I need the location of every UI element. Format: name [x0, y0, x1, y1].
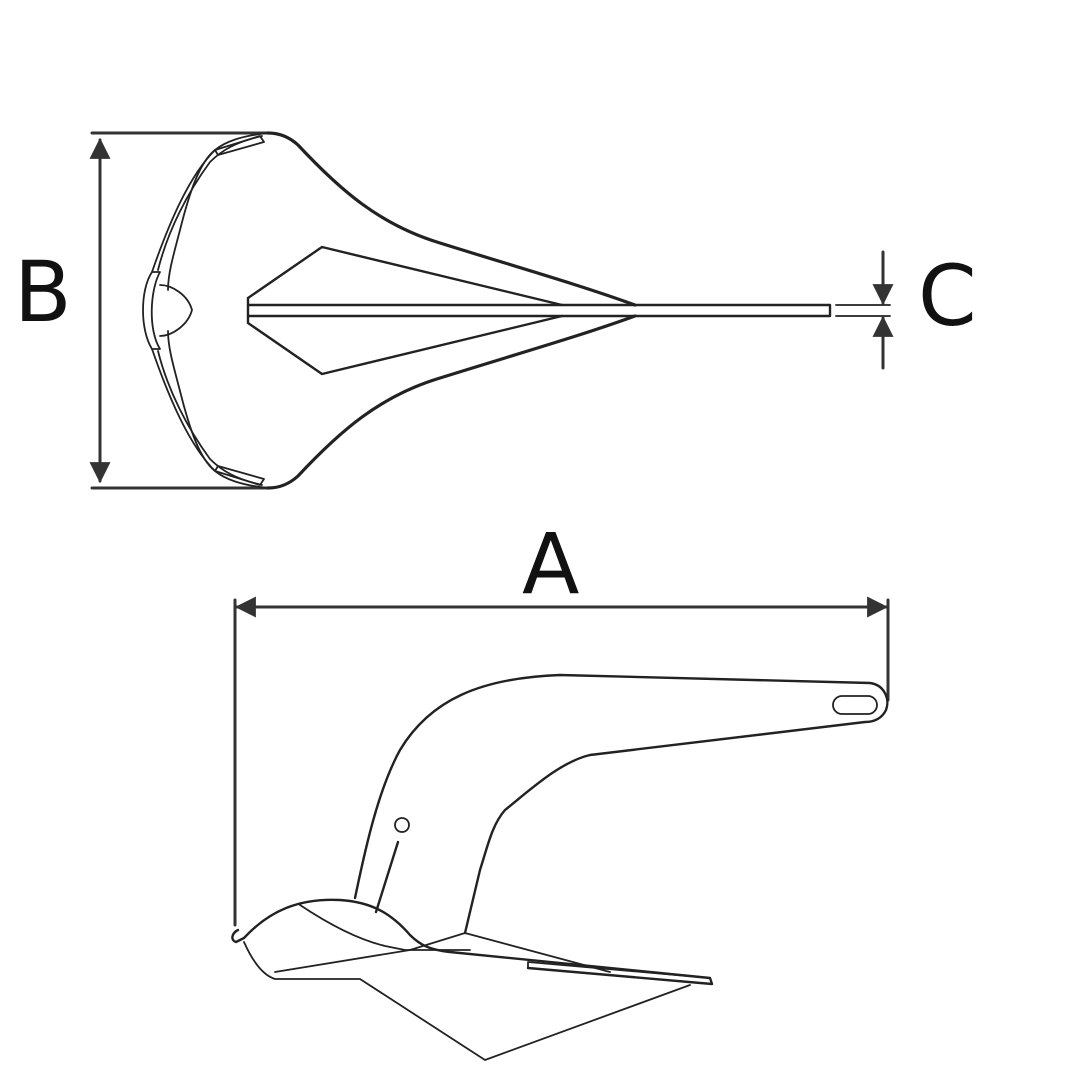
dimension-label-b: B	[14, 243, 72, 341]
shackle-slot	[832, 695, 878, 715]
crown-nose	[159, 284, 193, 337]
side-view	[231, 596, 890, 1061]
brand-stamp	[374, 840, 400, 914]
fluke-side-top2	[299, 904, 471, 951]
shank-side-view	[353, 673, 889, 935]
fluke-rim-inner	[157, 135, 263, 486]
dimension-label-a: A	[522, 515, 580, 613]
top-view	[89, 131, 894, 490]
fluke-underside	[274, 932, 611, 973]
dimension-label-c: C	[918, 247, 977, 345]
shank-top-view	[246, 303, 832, 318]
fluke-outline	[266, 131, 637, 490]
fluke-diamond	[246, 245, 564, 376]
shank-hole	[394, 817, 410, 833]
fluke-keel	[243, 941, 691, 1061]
fluke-edge	[527, 961, 711, 979]
rim-pad-top	[214, 135, 265, 156]
crown-block	[142, 271, 161, 350]
fluke-rim-inner2	[167, 149, 216, 472]
rim-pad-bottom	[214, 465, 265, 486]
fluke-rim	[151, 132, 269, 489]
